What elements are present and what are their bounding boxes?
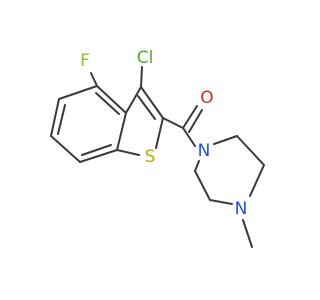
- amide-nitrogen-atom-label: N: [198, 141, 211, 161]
- bond-c3a-c4-outer: [96, 85, 127, 114]
- bond-c2-s: [155, 117, 164, 149]
- bond-c-left-n1: [194, 160, 200, 172]
- bond-n1-c-top: [213, 135, 238, 145]
- sulfur-atom-label: S: [145, 147, 156, 167]
- bond-c2-carbonyl: [162, 117, 184, 129]
- bond-c7a-c3a: [116, 112, 127, 151]
- methyl-nitrogen-atom-label: N: [235, 199, 248, 219]
- bond-c5-c6-inner: [57, 104, 66, 135]
- bond-c4-f: [90, 72, 98, 87]
- bond-c3a-c4-inner: [95, 92, 120, 115]
- fluorine-atom-label: F: [80, 51, 90, 71]
- bond-c5-c6-outer: [50, 98, 60, 137]
- bond-c6-c7: [50, 135, 81, 163]
- bond-s-c7a: [116, 149, 140, 156]
- bond-c3a-c3: [125, 86, 142, 114]
- bond-carbonyl-n: [182, 127, 196, 147]
- chlorine-atom-label: Cl: [137, 48, 154, 68]
- bond-c4-c5: [58, 85, 98, 100]
- benzene-ring: [50, 85, 127, 163]
- bond-c7-c7a-outer: [79, 149, 118, 163]
- bond-c7-c7a-inner: [81, 144, 112, 156]
- bond-c3-cl: [140, 66, 143, 88]
- piperazine-ring: [194, 135, 265, 205]
- bond-carbonyl-o-1: [182, 105, 198, 129]
- thiophene-ring: [116, 86, 164, 156]
- bond-c3-c2-outer: [140, 86, 164, 119]
- chemical-structure-diagram: F Cl S O N N: [50, 48, 265, 248]
- bond-carbonyl-o-2: [188, 109, 203, 133]
- bond-n4-c-bottom: [209, 199, 233, 205]
- bond-c-top-c-right: [236, 135, 265, 166]
- bond-c3-c2-inner: [137, 95, 156, 120]
- bond-c-right-n4: [249, 164, 265, 197]
- bond-c-bottom-c-left: [194, 170, 211, 201]
- oxygen-atom-label: O: [200, 88, 213, 108]
- bond-n4-methyl: [242, 219, 253, 248]
